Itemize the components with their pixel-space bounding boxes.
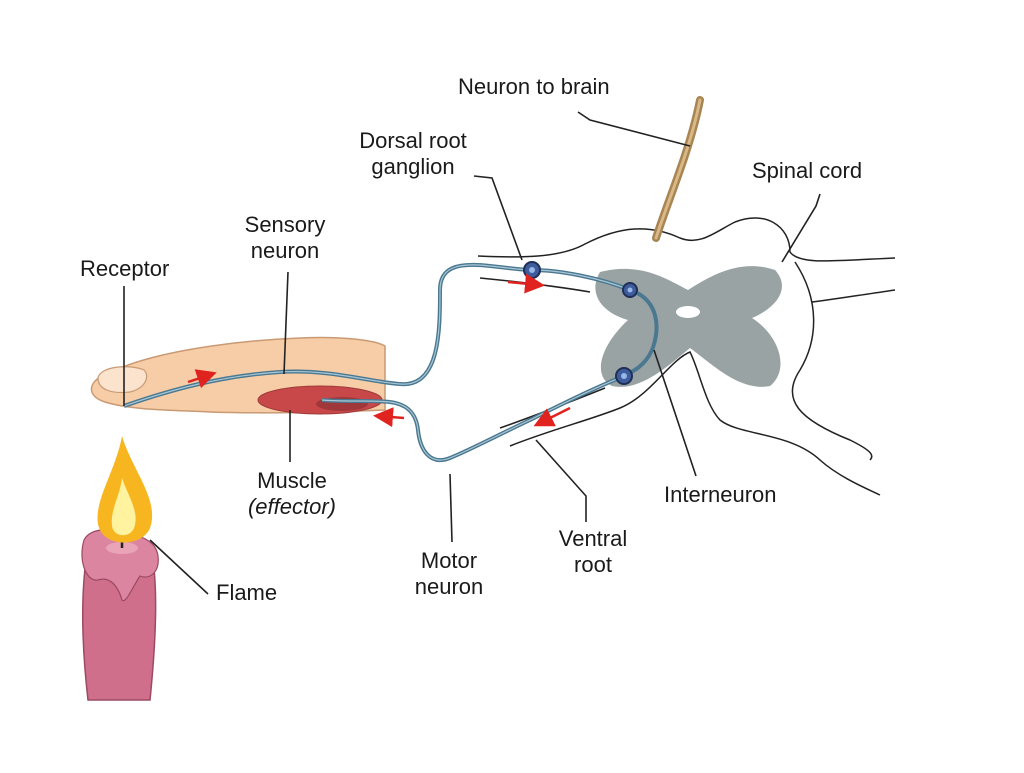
sensory-impulse-arrow bbox=[187, 369, 217, 389]
label-receptor: Receptor bbox=[80, 256, 170, 281]
label-motor-line1: Motor bbox=[420, 548, 478, 573]
label-muscle: Muscle (effector) bbox=[230, 468, 354, 520]
label-spinal-cord: Spinal cord bbox=[752, 158, 863, 183]
leader-dorsal-root bbox=[473, 175, 523, 261]
leader-interneuron bbox=[653, 349, 697, 477]
label-motor-line2: neuron bbox=[414, 574, 484, 599]
leader-spinal-cord bbox=[781, 193, 821, 263]
interneuron bbox=[623, 288, 659, 378]
label-motor-neuron: Motor neuron bbox=[394, 548, 504, 600]
label-sensory-line1: Sensory bbox=[244, 212, 326, 237]
candle bbox=[81, 529, 159, 701]
leader-lines bbox=[123, 111, 821, 595]
label-dorsal-root: Dorsal root ganglion bbox=[338, 128, 488, 180]
label-dorsal-root-line1: Dorsal root bbox=[359, 128, 467, 153]
motor-impulse-arrow bbox=[373, 407, 405, 428]
dorsal-root-impulse-arrow bbox=[507, 273, 545, 294]
leader-neuron-to-brain bbox=[577, 111, 691, 147]
flame bbox=[97, 436, 153, 543]
label-interneuron: Interneuron bbox=[664, 482, 777, 507]
label-muscle-line2: (effector) bbox=[247, 494, 337, 519]
leader-motor bbox=[449, 473, 453, 543]
label-sensory-line2: neuron bbox=[250, 238, 320, 263]
label-muscle-line1: Muscle bbox=[257, 468, 327, 493]
label-dorsal-root-line2: ganglion bbox=[371, 154, 455, 179]
leader-flame bbox=[149, 539, 209, 595]
leader-ventral bbox=[535, 439, 587, 522]
label-ventral-line2: root bbox=[574, 552, 612, 577]
spinal-cord bbox=[477, 217, 896, 496]
leader-sensory bbox=[283, 271, 289, 375]
label-flame: Flame bbox=[216, 580, 278, 605]
central-canal bbox=[676, 306, 700, 318]
label-ventral-root: Ventral root bbox=[538, 526, 648, 578]
label-neuron-to-brain: Neuron to brain bbox=[458, 74, 610, 99]
impulse-arrows bbox=[187, 273, 571, 428]
label-sensory-neuron: Sensory neuron bbox=[222, 212, 348, 264]
fingernail bbox=[97, 366, 148, 394]
label-ventral-line1: Ventral bbox=[558, 526, 628, 551]
ventral-root-impulse-arrow bbox=[533, 406, 571, 427]
